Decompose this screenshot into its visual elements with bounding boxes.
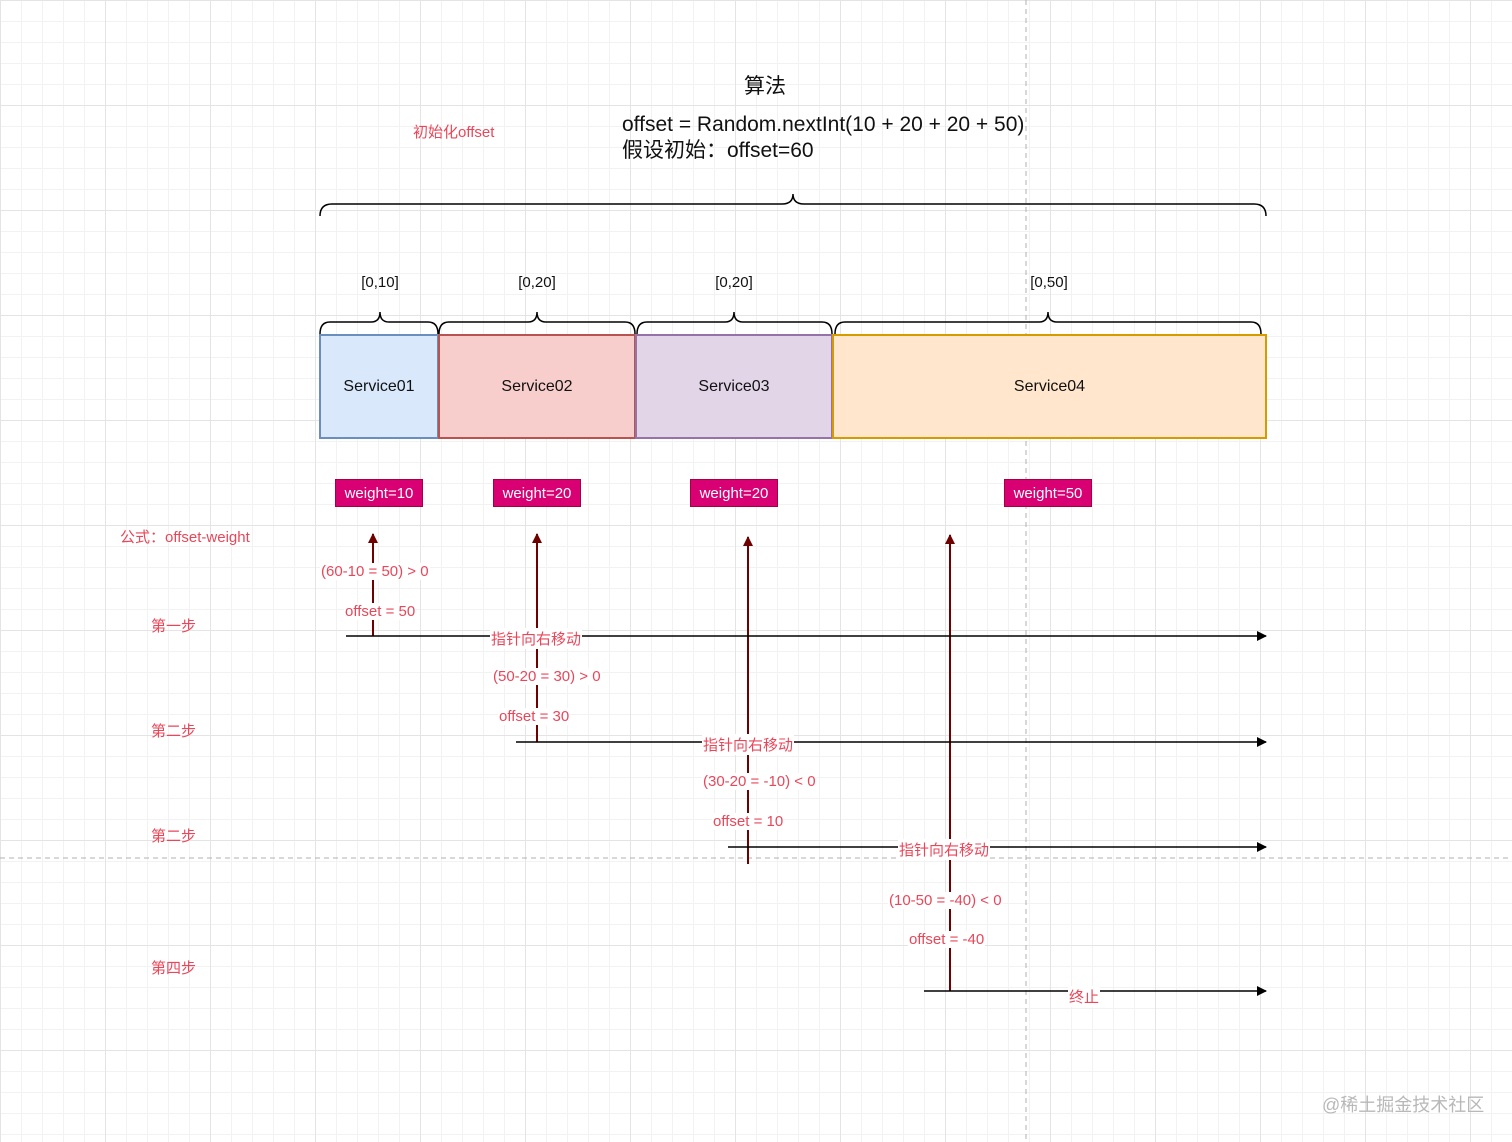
service04-box[interactable]: Service04: [832, 334, 1267, 439]
service02-box[interactable]: Service02: [438, 334, 636, 439]
step2-calc: (50-20 = 30) > 0: [492, 668, 602, 685]
weight-tag-service03: weight=20: [690, 479, 778, 507]
diagram-title: 算法: [744, 75, 786, 98]
step1-offset: offset = 50: [344, 603, 417, 620]
service02-label: Service02: [501, 377, 573, 395]
range-brace-service01: [319, 311, 439, 335]
range-brace-service04: [834, 311, 1262, 335]
service01-label: Service01: [343, 377, 415, 395]
step2-move-label: 指针向右移动: [702, 734, 795, 755]
step4-terminate-label: 终止: [1068, 986, 1101, 1007]
formula-note: 公式：offset-weight: [120, 529, 250, 546]
range-label-service04: [0,50]: [1030, 274, 1068, 291]
step3-label: 第二步: [151, 828, 197, 845]
service03-box[interactable]: Service03: [635, 334, 833, 439]
range-label-service03: [0,20]: [715, 274, 753, 291]
step4-offset: offset = -40: [908, 931, 986, 948]
step2-offset: offset = 30: [498, 708, 571, 725]
watermark: @稀土掘金技术社区: [1322, 1095, 1485, 1115]
step3-move-label: 指针向右移动: [898, 839, 991, 860]
step4-label: 第四步: [151, 960, 197, 977]
service01-box[interactable]: Service01: [319, 334, 439, 439]
range-brace-service02: [438, 311, 636, 335]
service03-label: Service03: [698, 377, 770, 395]
step3-offset: offset = 10: [712, 813, 785, 830]
weight-tag-service01: weight=10: [335, 479, 423, 507]
step3-calc: (30-20 = -10) < 0: [702, 773, 817, 790]
formula-line-1: offset = Random.nextInt(10 + 20 + 20 + 5…: [622, 113, 1025, 136]
service04-label: Service04: [1013, 377, 1086, 395]
step1-calc: (60-10 = 50) > 0: [320, 563, 430, 580]
step4-calc: (10-50 = -40) < 0: [888, 892, 1003, 909]
init-offset-note: 初始化offset: [413, 124, 495, 141]
step1-move-label: 指针向右移动: [490, 628, 583, 649]
range-label-service02: [0,20]: [518, 274, 556, 291]
range-brace-service03: [636, 311, 833, 335]
step1-label: 第一步: [151, 618, 197, 635]
step2-label: 第二步: [151, 723, 197, 740]
total-range-brace: [319, 193, 1267, 217]
weight-tag-service02: weight=20: [493, 479, 581, 507]
formula-line-2: 假设初始：offset=60: [622, 139, 814, 162]
formula-block: offset = Random.nextInt(10 + 20 + 20 + 5…: [622, 112, 1024, 164]
weight-tag-service04: weight=50: [1004, 479, 1092, 507]
range-label-service01: [0,10]: [361, 274, 399, 291]
